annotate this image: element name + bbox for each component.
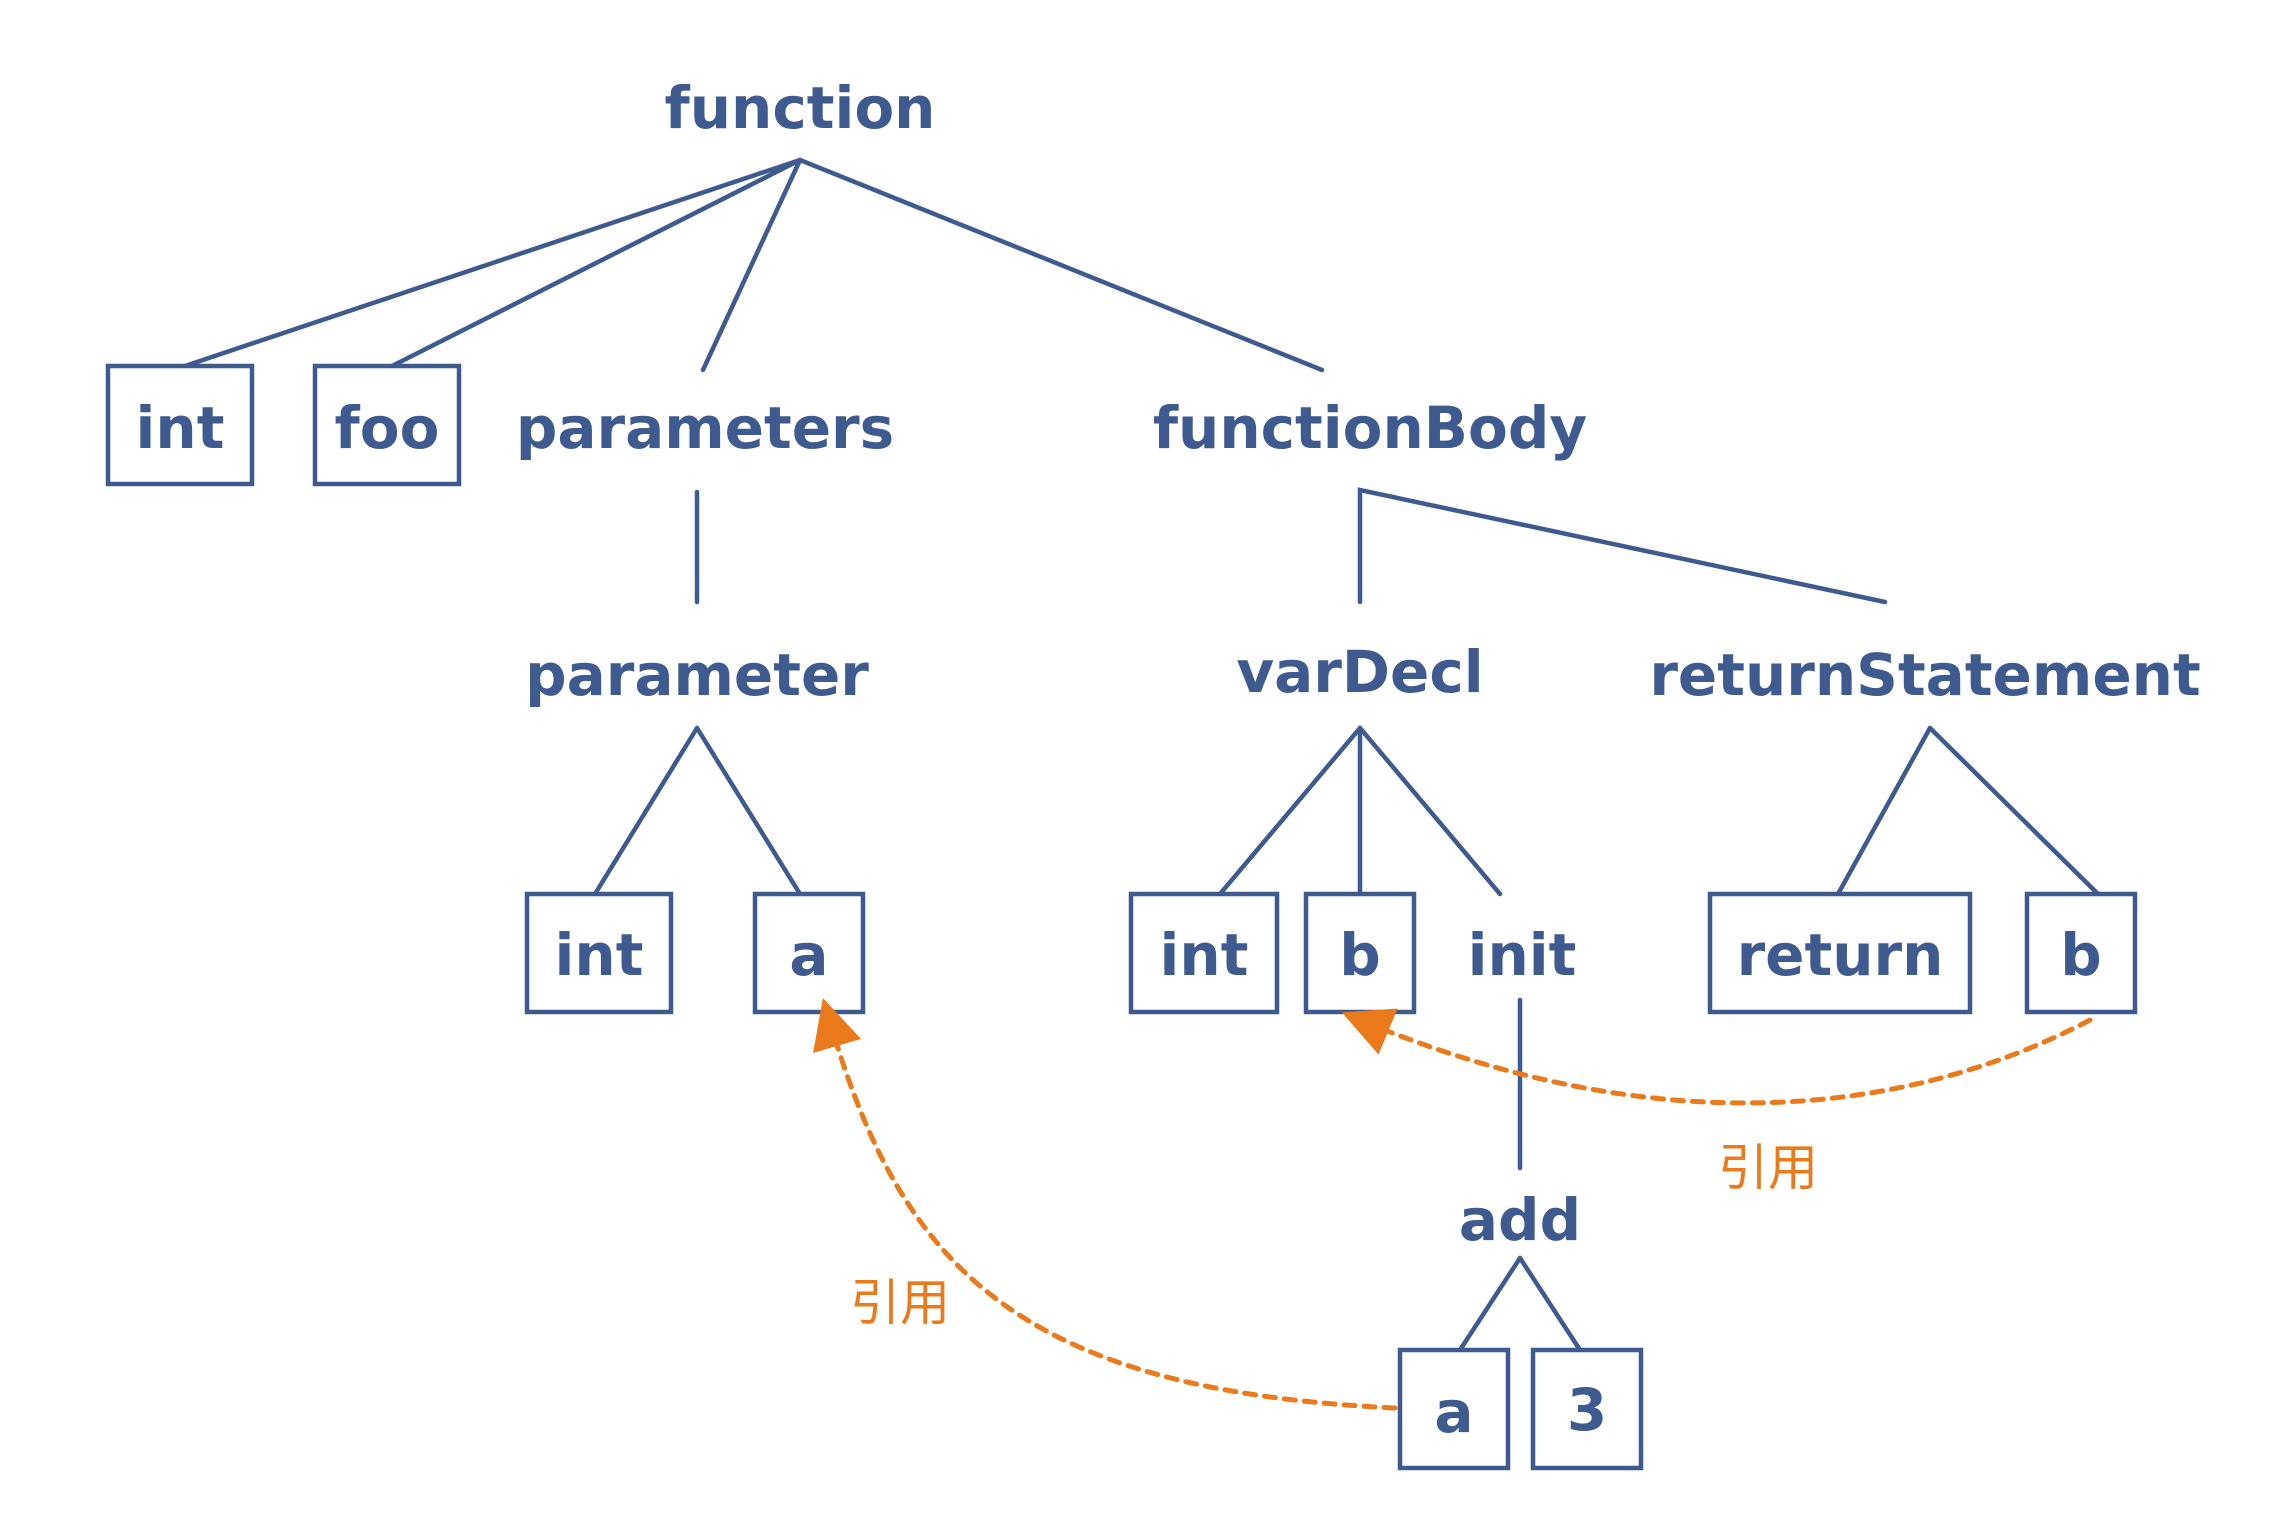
box-foo [312, 363, 462, 487]
box-param-int [524, 891, 674, 1015]
ref-label-b: 引用 [1718, 1139, 1818, 1197]
node-add-a: a [1434, 1378, 1473, 1446]
box-return-kw [1707, 891, 1973, 1015]
edge-add-3 [1517, 1255, 1583, 1353]
edge-return-kw [1835, 725, 1933, 897]
node-vardecl: varDecl [1236, 638, 1483, 706]
node-var-int: int [1160, 921, 1249, 989]
node-foo: foo [335, 394, 440, 462]
node-parameters: parameters [516, 394, 894, 462]
edge-function-foo [389, 157, 803, 369]
node-add: add [1459, 1186, 1581, 1254]
reference-labels: 引用 引用 [850, 1139, 1818, 1332]
node-functionbody: functionBody [1153, 394, 1587, 462]
node-param-int: int [555, 921, 644, 989]
node-parameter: parameter [525, 641, 869, 709]
node-function: function [665, 74, 936, 142]
edge-vardecl-int [1217, 725, 1363, 897]
ref-label-a: 引用 [850, 1274, 950, 1332]
box-add-a [1397, 1347, 1511, 1471]
node-param-a: a [789, 921, 828, 989]
box-var-b [1303, 891, 1417, 1015]
box-int-ret [105, 363, 255, 487]
ref-arrow-a [813, 998, 1398, 1411]
edge-vardecl-init [1357, 725, 1503, 897]
leaf-boxes [105, 363, 2138, 1471]
node-return-kw: return [1737, 921, 1944, 989]
node-returnstatement: returnStatement [1649, 641, 2200, 709]
node-labels: function int foo parameters functionBody… [136, 74, 2201, 1446]
tree-edges [182, 157, 2101, 1353]
box-return-b [2024, 891, 2138, 1015]
node-add-3: 3 [1567, 1376, 1607, 1444]
edge-add-a [1457, 1255, 1523, 1353]
ref-arrow-b [1341, 1008, 2093, 1106]
node-init: init [1468, 921, 1577, 989]
node-var-b: b [1339, 921, 1381, 989]
node-int-ret: int [136, 394, 225, 462]
edge-functionbody-children [1357, 487, 1888, 605]
box-var-int [1128, 891, 1280, 1015]
node-return-b: b [2060, 921, 2102, 989]
edge-parameter-a [694, 725, 803, 897]
edge-parameter-int [592, 725, 700, 897]
edge-function-functionbody [797, 157, 1325, 373]
reference-arrows [813, 998, 2093, 1411]
edge-function-parameters [700, 157, 803, 373]
edge-function-int [182, 157, 803, 369]
box-add-3 [1530, 1347, 1644, 1471]
edge-return-b [1927, 725, 2101, 897]
box-param-a [752, 891, 866, 1015]
